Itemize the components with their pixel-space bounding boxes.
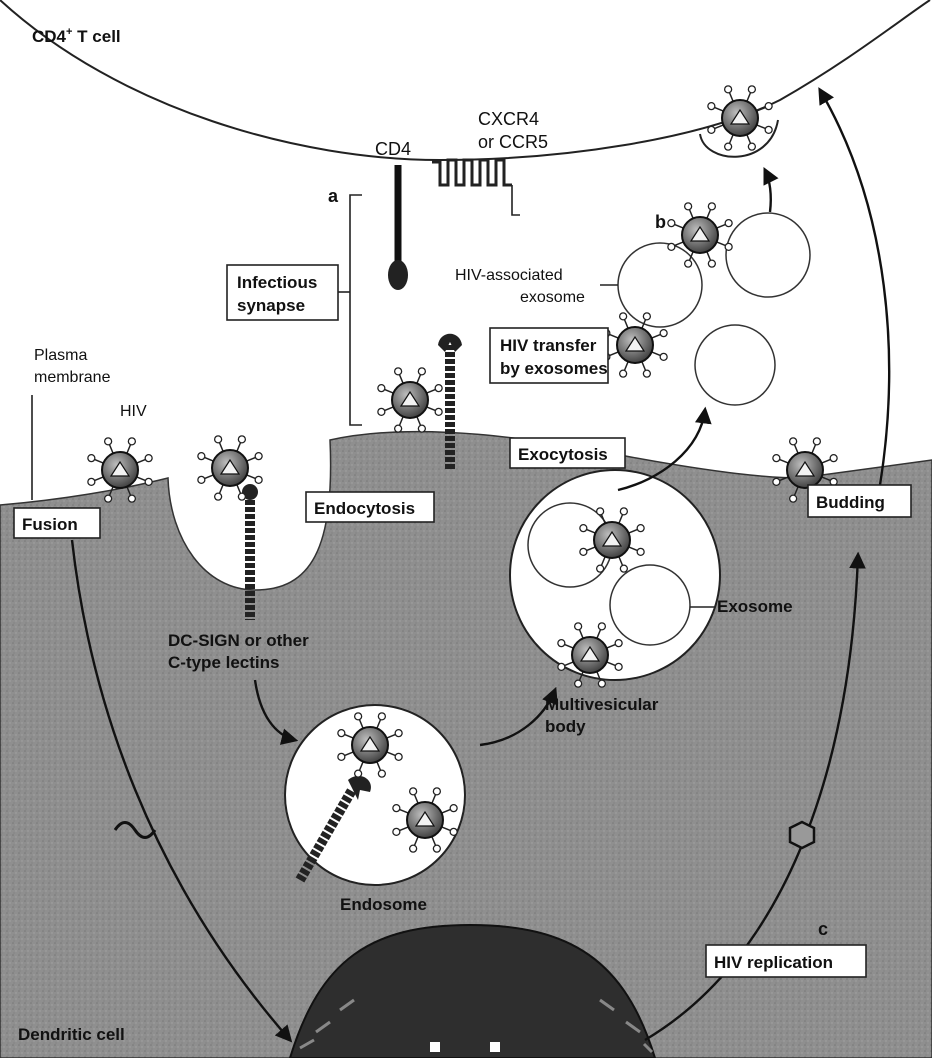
mvb-label: Multivesicular [545,695,659,714]
arrow-budding-to-tcell [820,90,889,485]
plasma-membrane-label: Plasma [34,347,87,364]
hiv-exosome-label: HIV-associated [455,267,563,284]
hiv-associated-exosome [695,325,775,405]
hiv-associated-exosome [726,213,810,297]
infectious-synapse-label-2: synapse [237,296,305,315]
coreceptor-bracket [512,185,520,215]
coreceptor [432,160,512,185]
hiv-label: HIV [120,403,147,420]
viral-capsid [790,822,814,848]
infectious-synapse-bracket [350,195,362,425]
hiv-replication-label: HIV replication [714,953,833,972]
hiv-associated-exosome [618,243,702,327]
panel-b-label: b [655,212,666,232]
hiv-exosome-label-2: exosome [520,289,585,306]
t-cell-membrane [0,0,930,160]
t-cell-label: CD4+ T cell [32,26,121,46]
coreceptor-label-2: or CCR5 [478,132,548,152]
cd4-receptor-head [388,260,408,290]
exocytosis-label: Exocytosis [518,445,608,464]
endosome-label: Endosome [340,895,427,914]
arrow-exosome-to-tcell [765,170,771,212]
exosome-label: Exosome [717,597,793,616]
exosome-vesicle [610,565,690,645]
hiv-transfer-label: HIV transfer [500,336,597,355]
coreceptor-label: CXCR4 [478,109,539,129]
panel-a-label: a [328,186,339,206]
endocytosis-label: Endocytosis [314,499,415,518]
dna-mark [490,1042,500,1052]
dna-mark [430,1042,440,1052]
dcsign-label: DC-SIGN or other [168,631,309,650]
budding-label: Budding [816,493,885,512]
dcsign-label-2: C-type lectins [168,653,279,672]
cd4-label: CD4 [375,139,411,159]
dendritic-cell-label: Dendritic cell [18,1025,125,1044]
panel-c-label: c [818,919,828,939]
plasma-membrane-label-2: membrane [34,369,111,386]
infectious-synapse-label: Infectious [237,273,317,292]
hiv-virion [378,368,442,432]
hiv-transfer-label-2: by exosomes [500,359,608,378]
mvb-label-2: body [545,717,586,736]
fusion-label: Fusion [22,515,78,534]
